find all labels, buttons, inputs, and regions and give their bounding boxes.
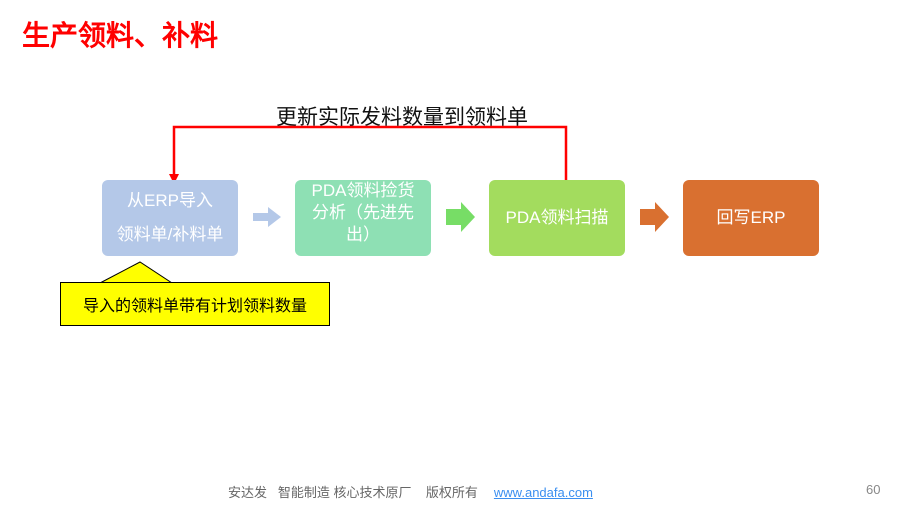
step-text: 分析（先进先 — [312, 203, 414, 223]
arrow-1 — [253, 207, 281, 227]
feedback-arrowhead — [169, 174, 179, 184]
step-text: 出） — [346, 225, 380, 245]
footer: 安达发 智能制造 核心技术原厂 版权所有 www.andafa.com — [228, 482, 593, 501]
arrow-3 — [640, 202, 669, 232]
loop-label: 更新实际发料数量到领料单 — [276, 105, 528, 129]
slide-title: 生产领料、补料 — [22, 20, 219, 51]
step-pda-scan: PDA领料扫描 — [489, 180, 625, 256]
step-write-back-erp: 回写ERP — [683, 180, 819, 256]
step-text: 回写ERP — [716, 208, 786, 228]
step-text: 领料单/补料单 — [116, 225, 224, 244]
footer-text: 安达发 智能制造 核心技术原厂 版权所有 — [228, 485, 478, 500]
callout-note: 导入的领料单带有计划领料数量 — [60, 282, 330, 326]
step-text: 从ERP导入 — [127, 191, 213, 210]
step-pda-picking-analysis: PDA领料捡货 分析（先进先 出） — [295, 180, 431, 256]
callout-text: 导入的领料单带有计划领料数量 — [82, 298, 307, 315]
arrow-2 — [446, 202, 475, 232]
step-import-erp: 从ERP导入 领料单/补料单 — [102, 180, 238, 256]
footer-link[interactable]: www.andafa.com — [493, 485, 593, 500]
step-text: PDA领料扫描 — [505, 208, 609, 228]
page-number: 60 — [866, 482, 881, 497]
step-text: PDA领料捡货 — [311, 181, 415, 200]
callout-pointer — [99, 261, 174, 284]
feedback-loop-line — [172, 125, 568, 180]
